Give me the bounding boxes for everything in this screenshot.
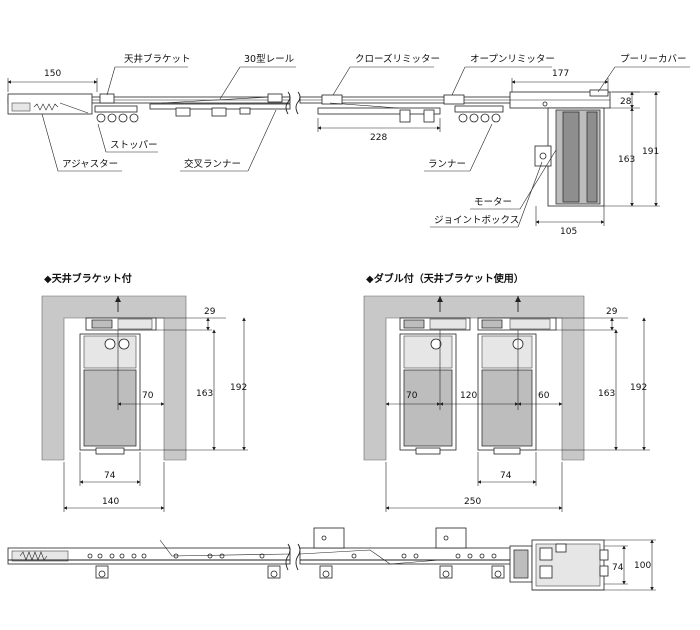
dim-105: 105 <box>560 227 577 237</box>
label-cross-runner: 交叉ランナー <box>184 158 241 170</box>
plan-holes-right <box>351 553 497 559</box>
dim-70-double: 70 <box>406 391 418 401</box>
dim-177: 177 <box>552 69 569 79</box>
label-open-limiter: オープンリミッター <box>470 54 555 65</box>
dim-192-double: 192 <box>630 383 647 393</box>
section-double-title: ◆ダブル付（天井ブラケット使用） <box>366 272 524 285</box>
dim-70-single: 70 <box>142 391 154 401</box>
dim-29-double: 29 <box>606 307 618 317</box>
dim-163-top: 163 <box>618 155 635 165</box>
close-limiter-side <box>321 94 343 105</box>
dim-28: 28 <box>620 97 632 107</box>
runner-rollers <box>454 105 504 123</box>
dim-74-double: 74 <box>500 471 512 481</box>
dim-191: 191 <box>642 147 659 157</box>
top-dimensions: 150 177 228 28 163 191 105 <box>7 69 660 237</box>
master-bar <box>317 107 441 115</box>
label-rail-30: 30型レール <box>244 54 295 65</box>
dim-140: 140 <box>102 497 119 507</box>
plan-motor-head <box>509 539 609 591</box>
label-motor: モーター <box>474 197 512 208</box>
label-runner: ランナー <box>428 159 466 170</box>
dim-228: 228 <box>370 133 387 143</box>
label-close-limiter: クローズリミッター <box>355 53 440 65</box>
label-stopper: ストッパー <box>110 140 158 151</box>
top-side-view <box>7 89 611 207</box>
plan-holes-left <box>87 553 265 559</box>
dim-29-single: 29 <box>204 307 216 317</box>
stopper-rollers <box>94 105 139 123</box>
dim-74-bottom: 74 <box>612 563 624 573</box>
label-pulley-cover: プーリーカバー <box>620 54 687 65</box>
dim-60: 60 <box>538 391 550 401</box>
plan-close-limiter <box>313 527 345 549</box>
section-double: ◆ダブル付（天井ブラケット使用） 29 163 192 <box>363 272 650 512</box>
section-single: ◆天井ブラケット付 29 163 192 70 74 <box>41 272 248 512</box>
dim-163-double: 163 <box>598 389 615 399</box>
label-joint-box: ジョイントボックス <box>434 215 519 226</box>
dim-250: 250 <box>464 497 481 507</box>
dim-100: 100 <box>634 561 651 571</box>
ceiling-bracket-side <box>99 93 115 104</box>
dim-120: 120 <box>460 391 477 401</box>
dim-192-single: 192 <box>230 383 247 393</box>
label-adjuster: アジャスター <box>62 159 118 170</box>
dim-150: 150 <box>44 69 61 79</box>
dim-74-single: 74 <box>104 471 116 481</box>
motor-unit-side <box>534 107 605 207</box>
label-ceiling-bracket: 天井ブラケット <box>124 53 191 65</box>
bottom-plan-view: 74 100 <box>7 527 656 591</box>
dim-163-single: 163 <box>196 389 213 399</box>
section-single-title: ◆天井ブラケット付 <box>44 272 132 285</box>
top-labels: 天井ブラケット 30型レール クローズリミッター オープンリミッター プーリーカ… <box>41 53 690 228</box>
open-limiter-side <box>443 94 465 105</box>
plan-open-limiter <box>435 527 467 549</box>
